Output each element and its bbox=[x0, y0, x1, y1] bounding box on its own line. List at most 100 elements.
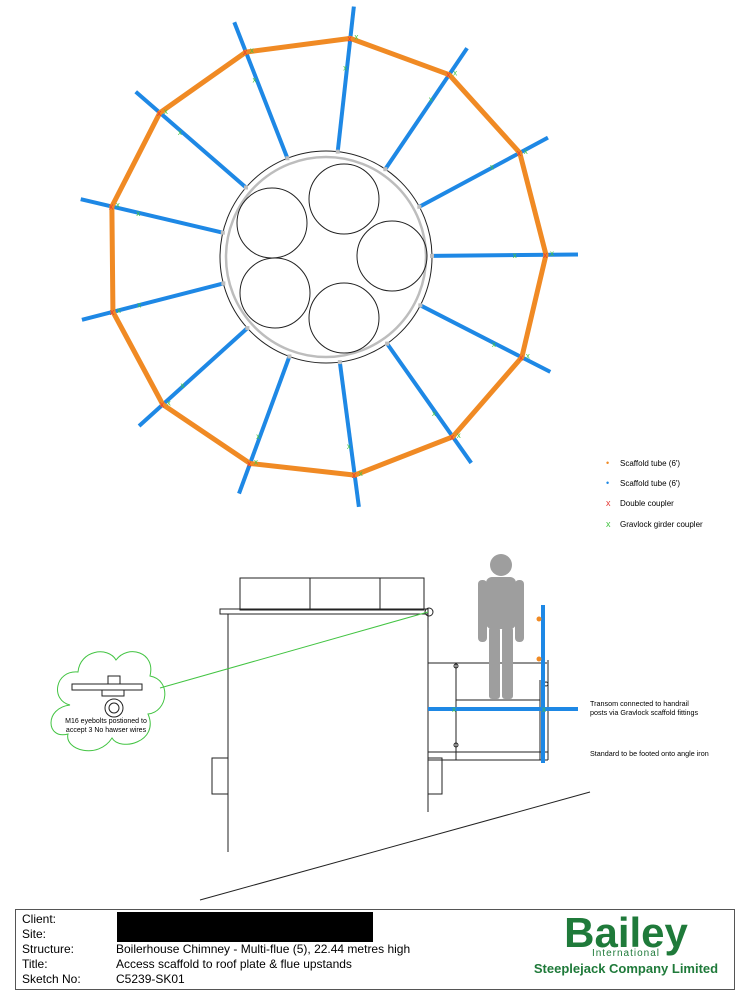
legend-marker: x bbox=[606, 519, 611, 529]
gravlock-coupler-mark: x bbox=[359, 469, 363, 478]
legend-gravlock-coupler: x Gravlock girder coupler bbox=[606, 519, 703, 529]
blue-radial-tube bbox=[335, 6, 356, 152]
note-line: accept 3 No hawser wires bbox=[65, 726, 147, 734]
note-line: M16 eyebolts postioned to bbox=[65, 718, 147, 725]
orange-ring-tube bbox=[110, 309, 166, 408]
orange-ring-tube bbox=[352, 434, 456, 478]
wall-fixing bbox=[383, 167, 388, 172]
title-row: Title: Access scaffold to roof plate & fl… bbox=[22, 957, 352, 972]
wall-fixing bbox=[220, 230, 225, 235]
blue-radial-tube bbox=[137, 326, 249, 428]
orange-ring-tube bbox=[109, 110, 163, 209]
orange-ring-tube bbox=[109, 203, 116, 315]
logo-name: Bailey bbox=[564, 909, 688, 956]
gravlock-coupler-mark: x bbox=[167, 399, 171, 408]
orange-ring-tube bbox=[347, 35, 452, 78]
gravlock-mark: x bbox=[542, 705, 546, 714]
orange-ring-tubes bbox=[109, 35, 549, 478]
gravlock-coupler-mark: x bbox=[178, 128, 182, 137]
gravlock-coupler-mark: x bbox=[250, 46, 254, 55]
double-coupler-mark: x bbox=[110, 307, 115, 317]
blue-radial-tube bbox=[80, 197, 224, 235]
legend-double-coupler: x Double coupler bbox=[606, 498, 674, 508]
redacted-client-site bbox=[117, 912, 373, 942]
blue-radial-tube bbox=[419, 303, 552, 374]
double-coupler-mark: x bbox=[352, 470, 357, 480]
gravlock-coupler-mark: x bbox=[136, 209, 140, 218]
legend-blue-tube: • Scaffold tube (6') bbox=[606, 478, 680, 488]
gravlock-coupler-mark: x bbox=[116, 200, 120, 209]
wall-fixing bbox=[243, 185, 248, 190]
wall-fixing bbox=[385, 341, 390, 346]
flue-5 bbox=[236, 187, 308, 259]
gravlock-coupler-mark: x bbox=[354, 32, 358, 41]
wall-fixing bbox=[285, 156, 290, 161]
gravlock-coupler-mark: x bbox=[117, 306, 121, 315]
gravlock-mark: x bbox=[452, 705, 456, 714]
blue-radial-tube bbox=[237, 355, 292, 495]
flue-3 bbox=[308, 282, 380, 354]
site-row: Site: bbox=[22, 927, 116, 942]
blue-radial-tube bbox=[81, 281, 224, 322]
note-line: Transom connected to handrail bbox=[590, 699, 689, 708]
chimney-opening bbox=[211, 757, 229, 795]
structure-label: Structure: bbox=[22, 942, 75, 956]
orange-ring-tube bbox=[157, 49, 249, 116]
elevation-view bbox=[199, 577, 591, 901]
orange-ring-tube bbox=[446, 72, 523, 156]
flue-2 bbox=[356, 220, 428, 292]
title-value: Access scaffold to roof plate & flue ups… bbox=[116, 957, 352, 971]
blue-radial-tube bbox=[337, 361, 361, 508]
gravlock-coupler-mark: x bbox=[492, 340, 496, 349]
blue-radial-tube bbox=[232, 21, 290, 159]
orange-ring-tube bbox=[247, 460, 358, 478]
client-label: Client: bbox=[22, 912, 57, 926]
double-coupler-mark: x bbox=[347, 33, 352, 43]
eyebolt-detail-callout bbox=[50, 611, 429, 752]
legend-marker: x bbox=[606, 498, 611, 508]
detail-eyebolt-ring bbox=[108, 702, 120, 714]
wall-fixing bbox=[417, 204, 422, 209]
sketch-label: Sketch No: bbox=[22, 972, 81, 986]
roof-plate bbox=[219, 608, 429, 615]
flue-4 bbox=[239, 257, 311, 329]
legend-label: Scaffold tube (6') bbox=[620, 478, 681, 488]
legend-label: Gravlock girder coupler bbox=[620, 519, 703, 529]
detail-plate bbox=[71, 683, 143, 691]
double-coupler-mark: x bbox=[450, 432, 455, 442]
wall-fixing bbox=[418, 303, 423, 308]
logo-company: Steeplejack Company Limited bbox=[533, 961, 719, 976]
gravlock-coupler-mark: x bbox=[457, 431, 461, 440]
blue-radial-tube bbox=[134, 90, 248, 190]
legend-orange-tube: • Scaffold tube (6') bbox=[606, 458, 680, 468]
double-coupler-mark: x bbox=[446, 70, 451, 80]
ground-line bbox=[199, 791, 591, 901]
double-coupler-mark: x bbox=[247, 458, 252, 468]
structure-value: Boilerhouse Chimney - Multi-flue (5), 22… bbox=[116, 942, 411, 956]
gravlock-coupler-mark: x bbox=[180, 381, 184, 390]
flue-1 bbox=[308, 163, 380, 235]
gravlock-coupler-mark: x bbox=[453, 69, 457, 78]
blue-radial-tube bbox=[385, 342, 473, 465]
orange-fitting bbox=[536, 616, 542, 622]
gravlock-coupler-mark: x bbox=[526, 351, 530, 360]
orange-ring-tube bbox=[243, 35, 353, 55]
flue-upstands bbox=[239, 577, 425, 611]
gravlock-coupler-mark: x bbox=[432, 409, 436, 418]
double-coupler-mark: x bbox=[243, 47, 248, 57]
wall-fixing bbox=[335, 149, 340, 154]
legend-marker: • bbox=[606, 478, 610, 488]
legend-label: Scaffold tube (6') bbox=[620, 458, 681, 468]
gravlock-coupler-mark: x bbox=[343, 63, 347, 72]
gravlock-coupler-mark: x bbox=[513, 251, 517, 260]
blue-radial-tube bbox=[383, 47, 469, 171]
orange-ring-tube bbox=[517, 150, 549, 258]
chimney-opening bbox=[427, 757, 443, 795]
chimney-outer-wall bbox=[219, 150, 433, 364]
double-coupler-mark: x bbox=[160, 400, 165, 410]
company-logo: Bailey International Steeplejack Company… bbox=[524, 909, 728, 986]
title-label: Title: bbox=[22, 957, 48, 971]
chimney-roof-plate bbox=[224, 155, 428, 359]
double-coupler-mark: x bbox=[157, 108, 162, 118]
